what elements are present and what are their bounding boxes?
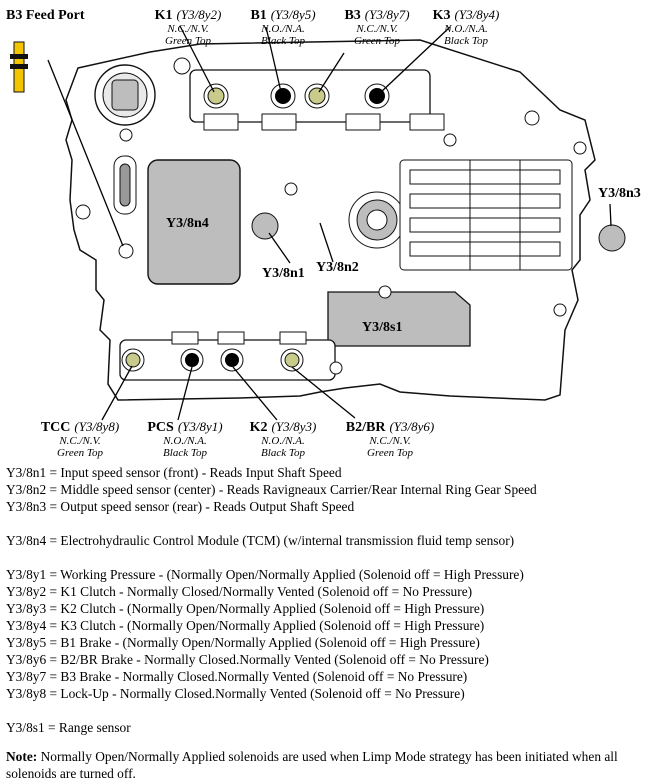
solenoid-tcc	[121, 348, 145, 372]
note-label: Note:	[6, 749, 38, 764]
bolts	[75, 57, 587, 375]
legend-row: Y3/8y4 = K3 Clutch - (Normally Open/Norm…	[6, 618, 485, 633]
solenoid-b2-br	[280, 348, 304, 372]
valve-body-diagram	[10, 25, 626, 421]
round-housing	[94, 64, 156, 126]
legend-row: Y3/8n3 = Output speed sensor (rear) - Re…	[6, 499, 355, 514]
label-y3-8n3: Y3/8n3	[598, 186, 641, 201]
legend-row: Y3/8y5 = B1 Brake - (Normally Open/Norma…	[6, 635, 480, 650]
note-text: Normally Open/Normally Applied solenoids…	[6, 749, 618, 781]
valve-section	[399, 159, 573, 271]
slot-bolt	[113, 155, 137, 215]
label-k3: K3 (Y3/8y4) N.O./N.A.Black Top	[432, 7, 500, 48]
solenoid-k1	[203, 83, 229, 109]
legend-row: Y3/8n4 = Electrohydraulic Control Module…	[6, 533, 515, 548]
legend-row: Y3/8y8 = Lock-Up - Normally Closed.Norma…	[6, 686, 465, 701]
label-pcs: PCS (Y3/8y1) N.O./N.A.Black Top	[147, 419, 223, 460]
label-b1: B1 (Y3/8y5) N.O./N.A.Black Top	[250, 7, 316, 48]
top-solenoid-tabs	[203, 113, 445, 131]
legend: Y3/8n1 = Input speed sensor (front) - Re…	[6, 464, 652, 736]
label-y3-8n4: Y3/8n4	[166, 216, 209, 231]
label-b3: B3 (Y3/8y7) N.C./N.V.Green Top	[344, 7, 410, 48]
label-b2-br: B2/BR (Y3/8y6) N.C./N.V.Green Top	[345, 419, 435, 460]
sensor-y3-8s1	[327, 291, 471, 347]
label-k1: K1 (Y3/8y2) N.C./N.V.Green Top	[154, 7, 222, 48]
leader-lines	[47, 25, 612, 421]
solenoid-b1	[270, 83, 296, 109]
legend-row: Y3/8y2 = K1 Clutch - Normally Closed/Nor…	[6, 584, 473, 599]
sensor-y3-8n3	[598, 224, 626, 252]
legend-row: Y3/8y7 = B3 Brake - Normally Closed.Norm…	[6, 669, 468, 684]
label-y3-8n1: Y3/8n1	[262, 266, 305, 281]
bottom-solenoid-tabs	[171, 331, 307, 345]
legend-row: Y3/8n1 = Input speed sensor (front) - Re…	[6, 465, 342, 480]
solenoid-b3	[304, 83, 330, 109]
legend-row: Y3/8n2 = Middle speed sensor (center) - …	[6, 482, 537, 497]
module-y3-8n4	[147, 159, 241, 285]
sensor-y3-8n2-core	[366, 209, 388, 231]
label-tcc: TCC (Y3/8y8) N.C./N.V.Green Top	[40, 419, 120, 460]
label-y3-8n2: Y3/8n2	[316, 260, 359, 275]
solenoid-pcs	[180, 348, 204, 372]
legend-row: Y3/8s1 = Range sensor	[6, 720, 131, 735]
legend-row: Y3/8y3 = K2 Clutch - (Normally Open/Norm…	[6, 601, 485, 616]
label-k2: K2 (Y3/8y3) N.O./N.A.Black Top	[249, 419, 317, 460]
legend-row: Y3/8y1 = Working Pressure - (Normally Op…	[6, 567, 524, 582]
sensor-y3-8n1	[251, 212, 279, 240]
solenoid-k2	[220, 348, 244, 372]
label-y3-8s1: Y3/8s1	[362, 320, 403, 335]
note: Note: Normally Open/Normally Applied sol…	[6, 748, 650, 782]
feed-port-label: B3 Feed Port	[6, 8, 85, 23]
feed-port-fitting	[10, 41, 28, 93]
legend-row: Y3/8y6 = B2/BR Brake - Normally Closed.N…	[6, 652, 489, 667]
